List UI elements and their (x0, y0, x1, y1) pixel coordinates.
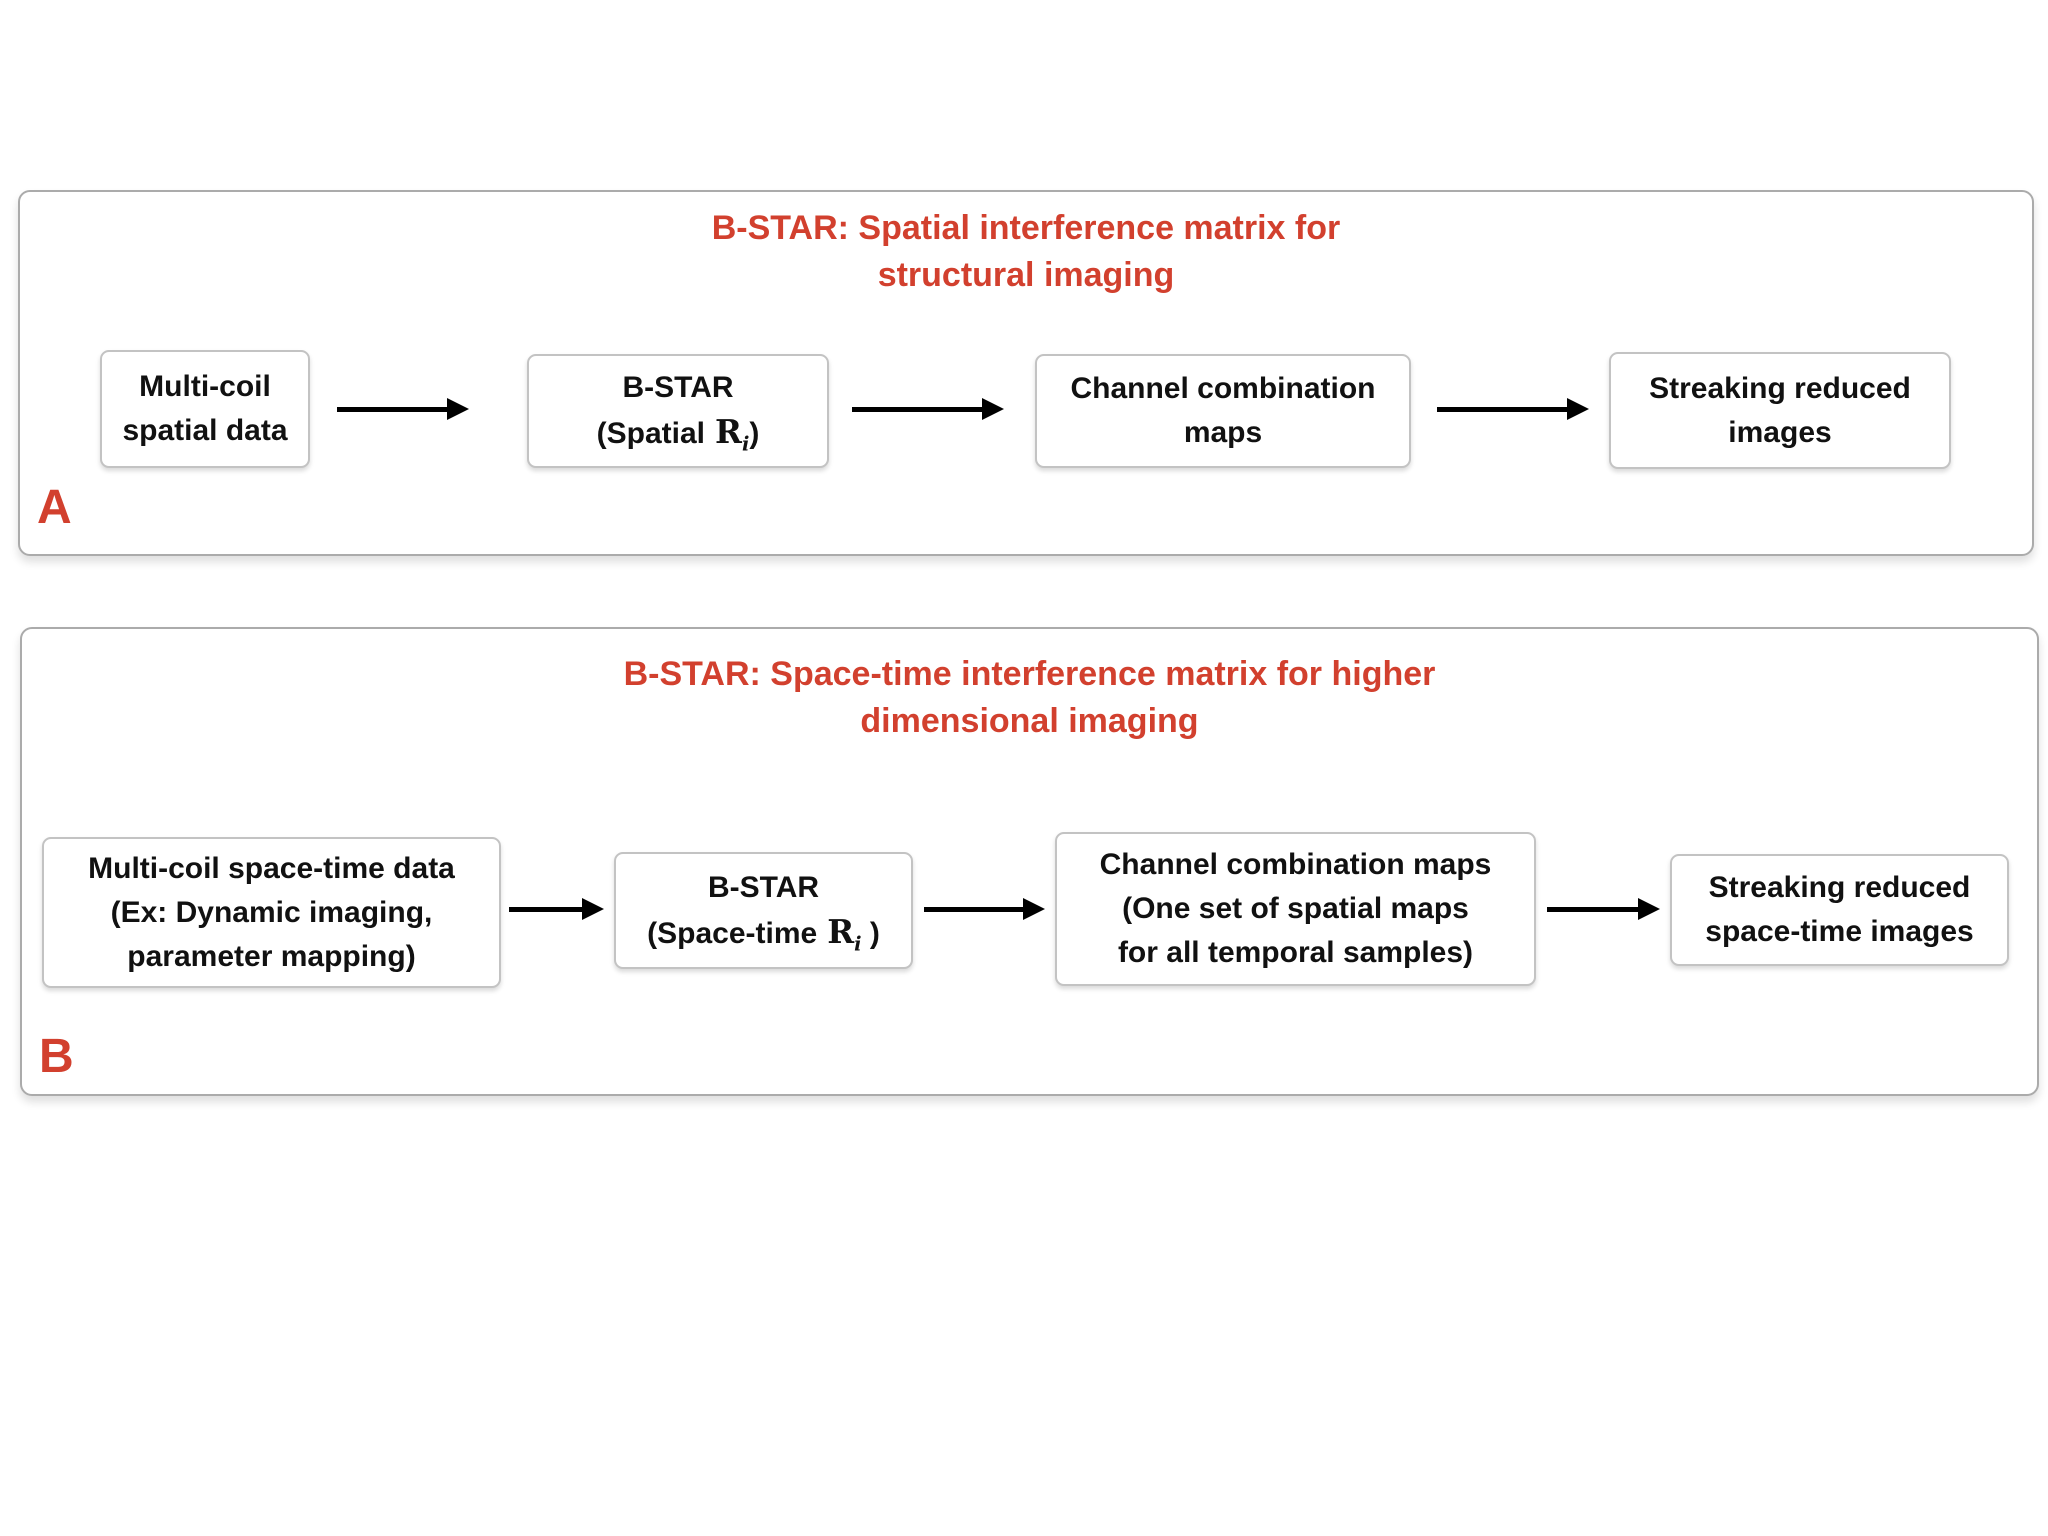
arrow-shaft (1437, 406, 1567, 412)
flow-arrow (1437, 397, 1589, 421)
panel-a-title-line1: B-STAR: Spatial interference matrix for (711, 209, 1341, 247)
math-subscript-i: i (741, 432, 750, 456)
flow-arrow (852, 397, 1004, 421)
box-text-line: for all temporal samples) (1117, 936, 1474, 969)
box-text-line: Streaking reduced (1649, 371, 1911, 405)
arrow-shaft (509, 906, 582, 912)
flow-box-channel-combination-maps-temporal: Channel combination maps (One set of spa… (1055, 832, 1536, 986)
panel-a-title-line2: structural imaging (877, 256, 1175, 294)
arrowhead-icon (1638, 898, 1660, 920)
box-text-line: (One set of spatial maps (1122, 892, 1469, 925)
flow-box-multicoil-spacetime-data: Multi-coil space-time data (Ex: Dynamic … (42, 837, 501, 988)
math-r: R (827, 912, 855, 951)
flow-box-streaking-reduced-spacetime-images: Streaking reduced space-time images (1670, 854, 2009, 966)
box-text-line: Multi-coil (139, 370, 271, 403)
panel-b-title-line2: dimensional imaging (860, 702, 1199, 740)
bstar-paren-pre: (Spatial (596, 417, 706, 450)
arrow-shaft (337, 406, 447, 412)
flow-box-channel-combination-maps: Channel combination maps (1035, 354, 1411, 468)
arrowhead-icon (1023, 898, 1045, 920)
arrow-shaft (1547, 906, 1638, 912)
flow-arrow (1547, 897, 1660, 921)
flow-box-multicoil-spatial-data: Multi-coil spatial data (100, 350, 310, 468)
box-text-line: parameter mapping) (127, 939, 416, 973)
panel-label-b: B (39, 1030, 74, 1083)
box-text-line: spatial data (122, 414, 288, 447)
flow-box-bstar-spacetime: B-STAR (Space-time Ri ) (614, 852, 913, 969)
box-text-line: B-STAR (707, 870, 820, 904)
arrowhead-icon (1567, 398, 1589, 420)
flow-box-streaking-reduced-images: Streaking reduced images (1609, 352, 1951, 469)
flow-arrow (924, 897, 1045, 921)
panel-b: B-STAR: Space-time interference matrix f… (20, 627, 2039, 1096)
box-text-line: maps (1183, 416, 1263, 449)
math-subscript-i: i (854, 931, 862, 955)
flow-arrow (509, 897, 604, 921)
box-text-line: Channel combination (1070, 372, 1376, 405)
panel-a-title: B-STAR: Spatial interference matrix for … (20, 205, 2032, 299)
flow-box-bstar-spatial: B-STAR (Spatial Ri) (527, 354, 829, 468)
box-text-line: B-STAR (622, 371, 734, 404)
bstar-paren-pre: (Space-time (647, 916, 818, 950)
interference-matrix-symbol: Ri (827, 912, 861, 954)
panel-label-a: A (37, 481, 72, 534)
interference-matrix-symbol: Ri (715, 413, 749, 454)
panel-a: B-STAR: Spatial interference matrix for … (18, 190, 2034, 556)
box-text-line: (Ex: Dynamic imaging, (110, 895, 433, 929)
math-r: R (715, 413, 742, 451)
arrow-shaft (852, 406, 982, 412)
box-text-line: (Space-time Ri ) (647, 910, 880, 956)
arrow-shaft (924, 906, 1023, 912)
arrowhead-icon (582, 898, 604, 920)
box-text-line: Multi-coil space-time data (88, 851, 455, 885)
box-text-line: (Spatial Ri) (597, 410, 760, 456)
arrowhead-icon (447, 398, 469, 420)
panel-b-title-line1: B-STAR: Space-time interference matrix f… (623, 655, 1436, 693)
box-text-line: Channel combination maps (1099, 848, 1492, 881)
panel-b-title: B-STAR: Space-time interference matrix f… (22, 651, 2037, 745)
arrowhead-icon (982, 398, 1004, 420)
bstar-paren-post: ) (749, 417, 760, 450)
bstar-paren-post: ) (861, 916, 880, 950)
flow-arrow (337, 397, 469, 421)
box-text-line: Streaking reduced (1708, 871, 1971, 904)
box-text-line: images (1728, 415, 1832, 449)
box-text-line: space-time images (1705, 915, 1974, 948)
